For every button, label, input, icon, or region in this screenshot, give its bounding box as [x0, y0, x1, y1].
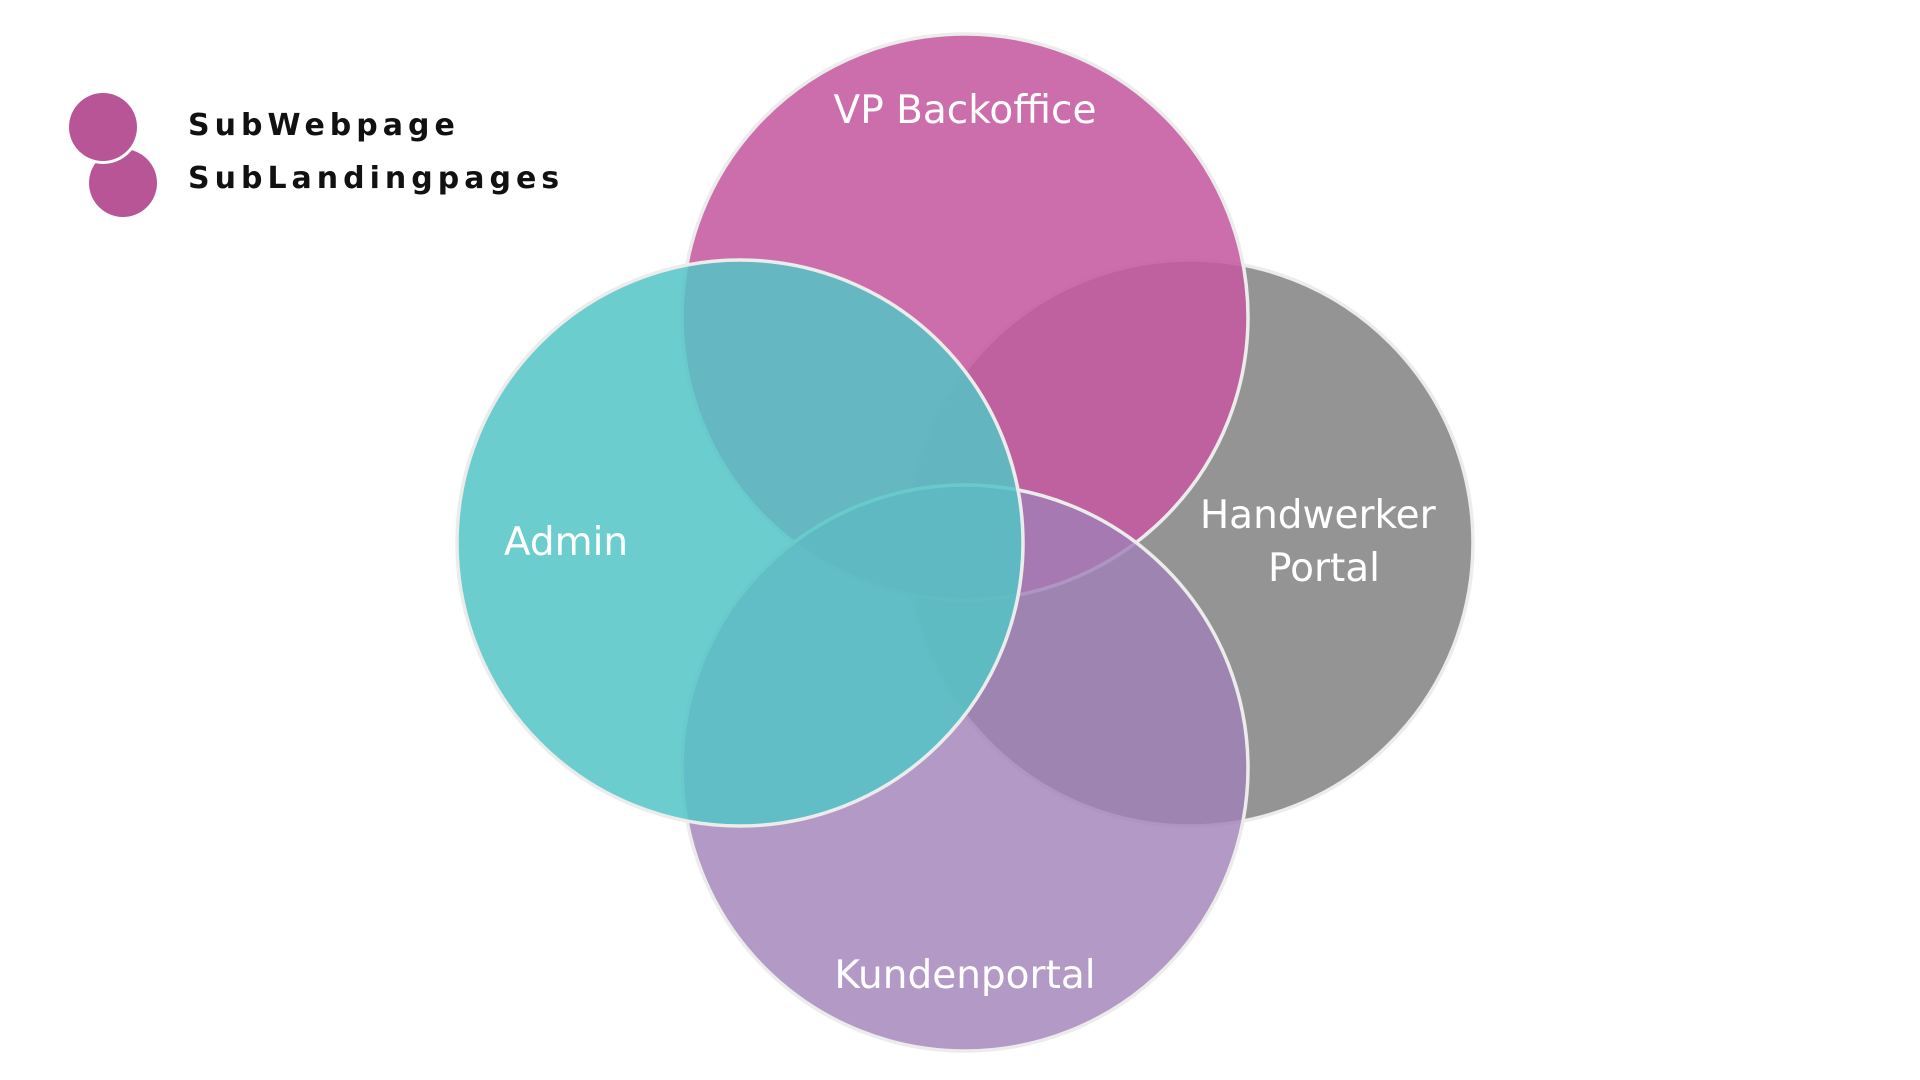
logo-title: SubWebpage	[188, 108, 460, 143]
logo-dot-top	[69, 93, 137, 161]
venn-circles	[455, 32, 1475, 1053]
label-line: VP Backoffice	[834, 88, 1097, 133]
label-line: Admin	[504, 520, 628, 565]
logo-mark	[66, 90, 157, 217]
circle-admin	[455, 258, 1025, 828]
venn-labels: VP Backoffice Admin Handwerker Portal Ku…	[504, 88, 1448, 998]
label-line: Portal	[1268, 546, 1380, 591]
label-vp-backoffice: VP Backoffice	[834, 88, 1097, 133]
logo-dot-bottom	[89, 149, 157, 217]
label-kundenportal: Kundenportal	[834, 953, 1095, 998]
label-line: Kundenportal	[834, 953, 1095, 998]
label-admin: Admin	[504, 520, 628, 565]
logo-subtitle: SubLandingpages	[188, 161, 565, 196]
label-handwerker-portal: Handwerker Portal	[1200, 493, 1448, 591]
label-line: Handwerker	[1200, 493, 1437, 538]
